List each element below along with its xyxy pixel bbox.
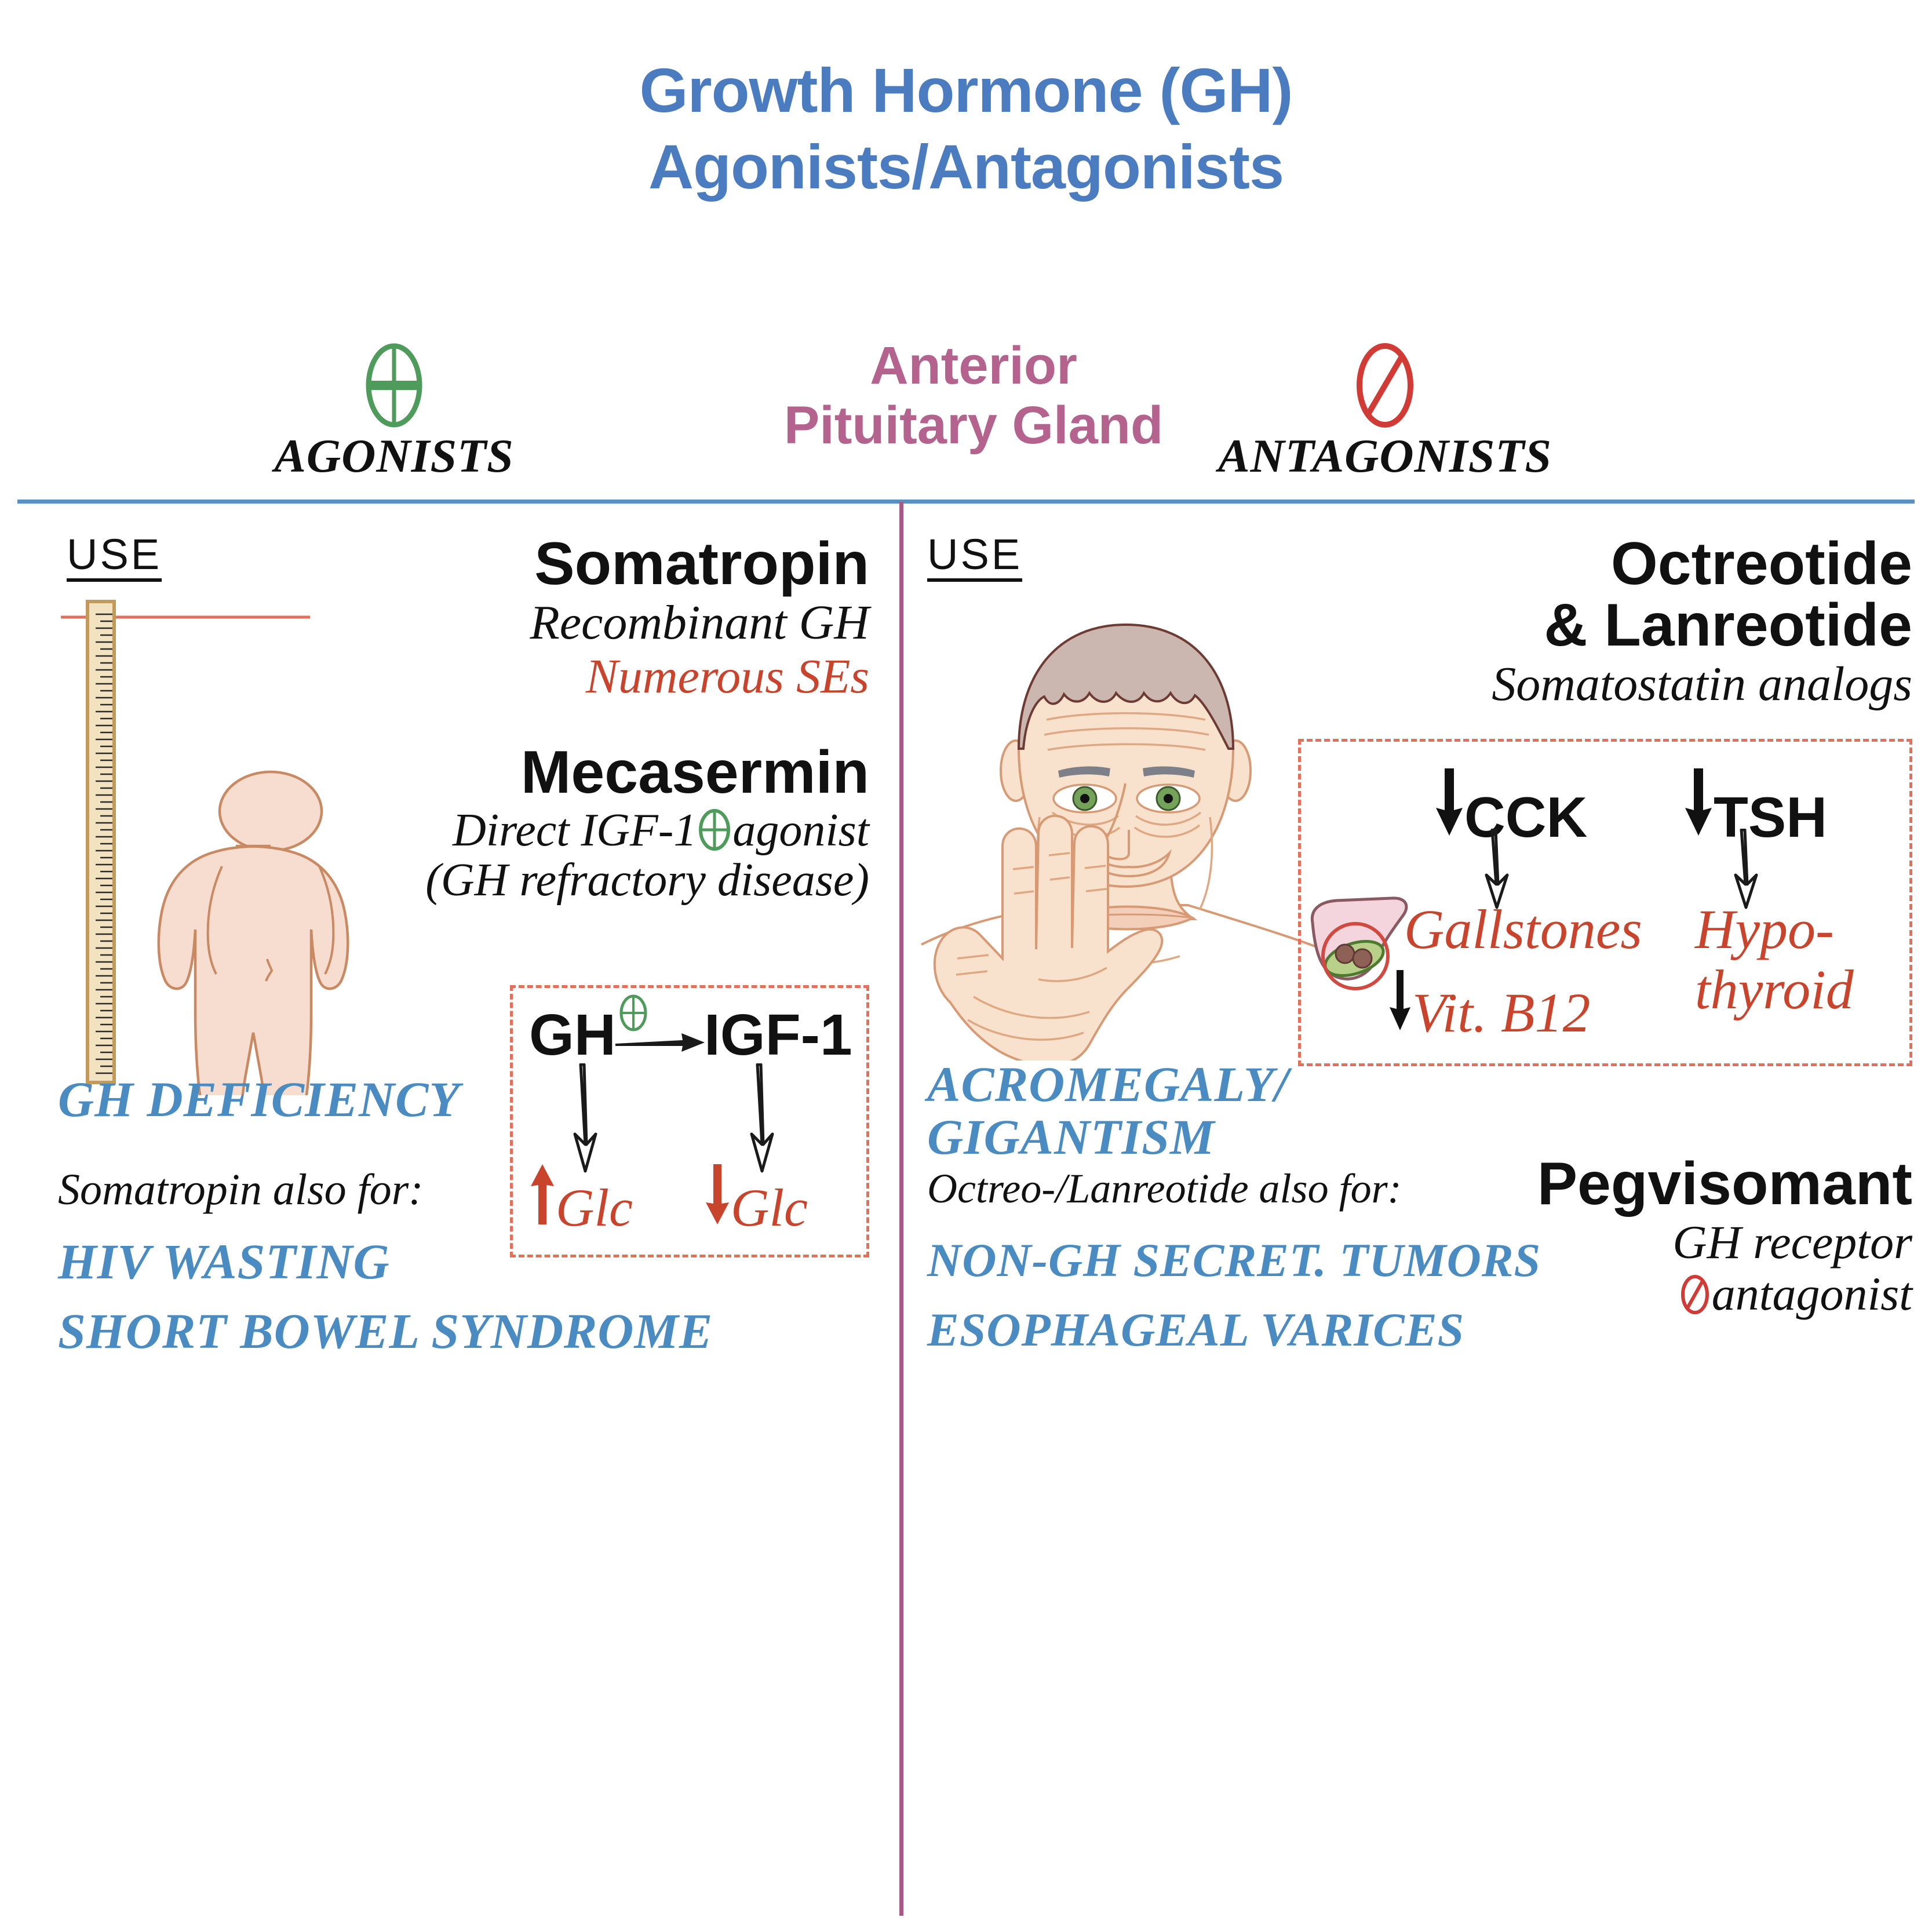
left-also-for-label: Somatropin also for: bbox=[58, 1165, 424, 1214]
right-also-for-item-2: ESOPHAGEAL VARICES bbox=[927, 1303, 1465, 1356]
drug-description-line-2: antagonist bbox=[1711, 1267, 1912, 1320]
left-indication: GH DEFICIENCY bbox=[58, 1071, 460, 1127]
circled-slash-icon bbox=[1165, 342, 1605, 429]
drug-description-a: Direct IGF-1 bbox=[453, 805, 697, 856]
diagram-secondary-vitb12: Vit. B12 bbox=[1412, 982, 1591, 1044]
right-also-for-item-1: NON-GH SECRET. TUMORS bbox=[927, 1234, 1541, 1286]
downstream-arrow-icon bbox=[1481, 829, 1513, 910]
drug-warning: Numerous SEs bbox=[585, 649, 869, 703]
drug-description: Recombinant GH bbox=[530, 596, 869, 650]
drug-name: Mecasermin bbox=[520, 739, 869, 806]
downstream-arrow-icon bbox=[745, 1063, 779, 1173]
somatostatin-effects-box: CCK Gallstones Vit. B12 TSH bbox=[1298, 739, 1912, 1066]
drug-name: Somatropin bbox=[534, 530, 869, 597]
diagram-node-b: IGF-1 bbox=[704, 1003, 852, 1067]
acromegaly-illustration bbox=[916, 597, 1356, 1060]
drug-name: Pegvisomant bbox=[1537, 1150, 1912, 1217]
drug-description-line-2: (GH refractory disease) bbox=[425, 855, 869, 906]
left-use-label: USE bbox=[67, 533, 162, 582]
drug-mecasermin: Mecasermin Direct IGF-1 agonist (GH refr… bbox=[348, 742, 869, 906]
arrow-down-icon bbox=[1683, 766, 1714, 838]
arrow-down-icon bbox=[1434, 766, 1464, 838]
drug-description-line-1: GH receptor bbox=[1672, 1216, 1912, 1269]
drug-description-b: agonist bbox=[732, 805, 869, 856]
drug-name-line-1: Octreotide bbox=[1610, 530, 1912, 597]
liver-gallbladder-icon bbox=[1307, 887, 1440, 991]
drug-name-line-2: & Lanreotide bbox=[1544, 592, 1912, 659]
short-stature-illustration bbox=[55, 597, 577, 1095]
diagram-hormone-tsh: TSH bbox=[1714, 785, 1827, 850]
agonists-label: AGONISTS bbox=[274, 429, 514, 482]
right-also-for-label: Octreo-/Lanreotide also for: bbox=[927, 1165, 1402, 1212]
circled-slash-icon bbox=[1678, 1274, 1712, 1315]
center-header-line-1: Anterior bbox=[870, 336, 1077, 395]
arrow-down-icon bbox=[704, 1162, 731, 1227]
right-indication: ACROMEGALY/ GIGANTISM bbox=[927, 1058, 1289, 1164]
circled-plus-icon bbox=[617, 994, 650, 1032]
anterior-pituitary-gland-header: Anterior Pituitary Gland bbox=[649, 336, 1298, 455]
header-divider-line bbox=[17, 500, 1915, 504]
diagram-hormone-cck: CCK bbox=[1464, 785, 1588, 850]
arrow-down-icon bbox=[1388, 968, 1412, 1033]
center-header-line-2: Pituitary Gland bbox=[783, 396, 1164, 455]
column-divider-line bbox=[899, 502, 903, 1916]
downstream-arrow-icon bbox=[1730, 829, 1762, 910]
circled-plus-icon bbox=[191, 342, 597, 429]
diagram-node-a: GH bbox=[529, 1003, 616, 1067]
arrow-up-icon bbox=[529, 1162, 556, 1227]
diagram-outcome-gallstones: Gallstones bbox=[1404, 898, 1642, 960]
diagram-effect-b: Glc bbox=[731, 1178, 808, 1238]
diagram-outcome-line-2: thyroid bbox=[1695, 958, 1854, 1020]
right-indication-line-2: GIGANTISM bbox=[927, 1109, 1215, 1165]
left-also-for-item-2: SHORT BOWEL SYNDROME bbox=[58, 1303, 713, 1359]
drug-octreotide-lanreotide: Octreotide & Lanreotide Somatostatin ana… bbox=[1304, 533, 1912, 711]
antagonists-header: ANTAGONISTS bbox=[1165, 342, 1605, 483]
drug-somatropin: Somatropin Recombinant GH Numerous SEs bbox=[406, 533, 869, 703]
diagram-effect-a: Glc bbox=[556, 1178, 633, 1238]
antagonists-label: ANTAGONISTS bbox=[1217, 429, 1552, 482]
drug-description: Somatostatin analogs bbox=[1492, 657, 1912, 712]
activation-arrow-icon bbox=[614, 1030, 707, 1055]
right-indication-line-1: ACROMEGALY/ bbox=[927, 1056, 1289, 1112]
right-use-label: USE bbox=[927, 533, 1023, 582]
downstream-arrow-icon bbox=[568, 1063, 603, 1173]
left-also-for-item-1: HIV WASTING bbox=[58, 1234, 390, 1289]
diagram-outcome-line-1: Hypo- bbox=[1695, 898, 1834, 960]
drug-pegvisomant: Pegvisomant GH receptor antagonist bbox=[1391, 1153, 1912, 1319]
circled-plus-icon bbox=[697, 808, 732, 851]
gh-igf1-diagram-box: GH IGF-1 Glc bbox=[510, 985, 869, 1257]
title-line-1: Growth Hormone (GH) bbox=[639, 55, 1293, 125]
page-title: Growth Hormone (GH) Agonists/Antagonists bbox=[0, 52, 1932, 205]
title-line-2: Agonists/Antagonists bbox=[648, 131, 1284, 202]
agonists-header: AGONISTS bbox=[191, 342, 597, 483]
